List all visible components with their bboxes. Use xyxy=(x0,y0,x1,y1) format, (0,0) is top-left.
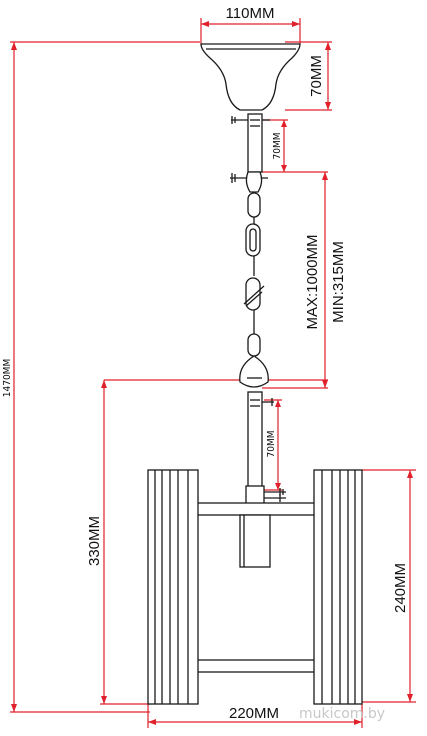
bottom-hook xyxy=(239,355,269,388)
top-hook xyxy=(230,171,268,193)
frame-bottom-bar xyxy=(196,659,316,673)
label-body-width: 220MM xyxy=(229,705,279,722)
label-canopy-height: 70MM xyxy=(308,55,325,97)
label-body-height: 330MM xyxy=(86,516,103,566)
label-total-height: 1470MM xyxy=(2,359,13,397)
lamp-outline xyxy=(147,43,363,705)
label-chain-min: MIN:315MM xyxy=(330,241,347,323)
screw-bottom xyxy=(262,398,286,502)
canopy xyxy=(200,43,301,111)
label-chain-max: MAX:1000MM xyxy=(304,234,321,329)
label-canopy-width: 110MM xyxy=(226,5,275,22)
top-rod xyxy=(247,113,263,173)
right-shade xyxy=(313,469,363,705)
dimension-arrows xyxy=(11,21,413,725)
watermark: mukicom.by xyxy=(299,706,385,722)
chain xyxy=(243,192,265,357)
frame-top-bar xyxy=(196,502,316,516)
dimension-lines xyxy=(10,18,416,728)
left-shade xyxy=(147,469,199,705)
label-rod-bottom: 70MM xyxy=(266,431,277,458)
label-shade-height: 240MM xyxy=(392,563,409,613)
bulb-holder xyxy=(239,514,271,568)
label-rod-top: 70MM xyxy=(272,133,283,160)
